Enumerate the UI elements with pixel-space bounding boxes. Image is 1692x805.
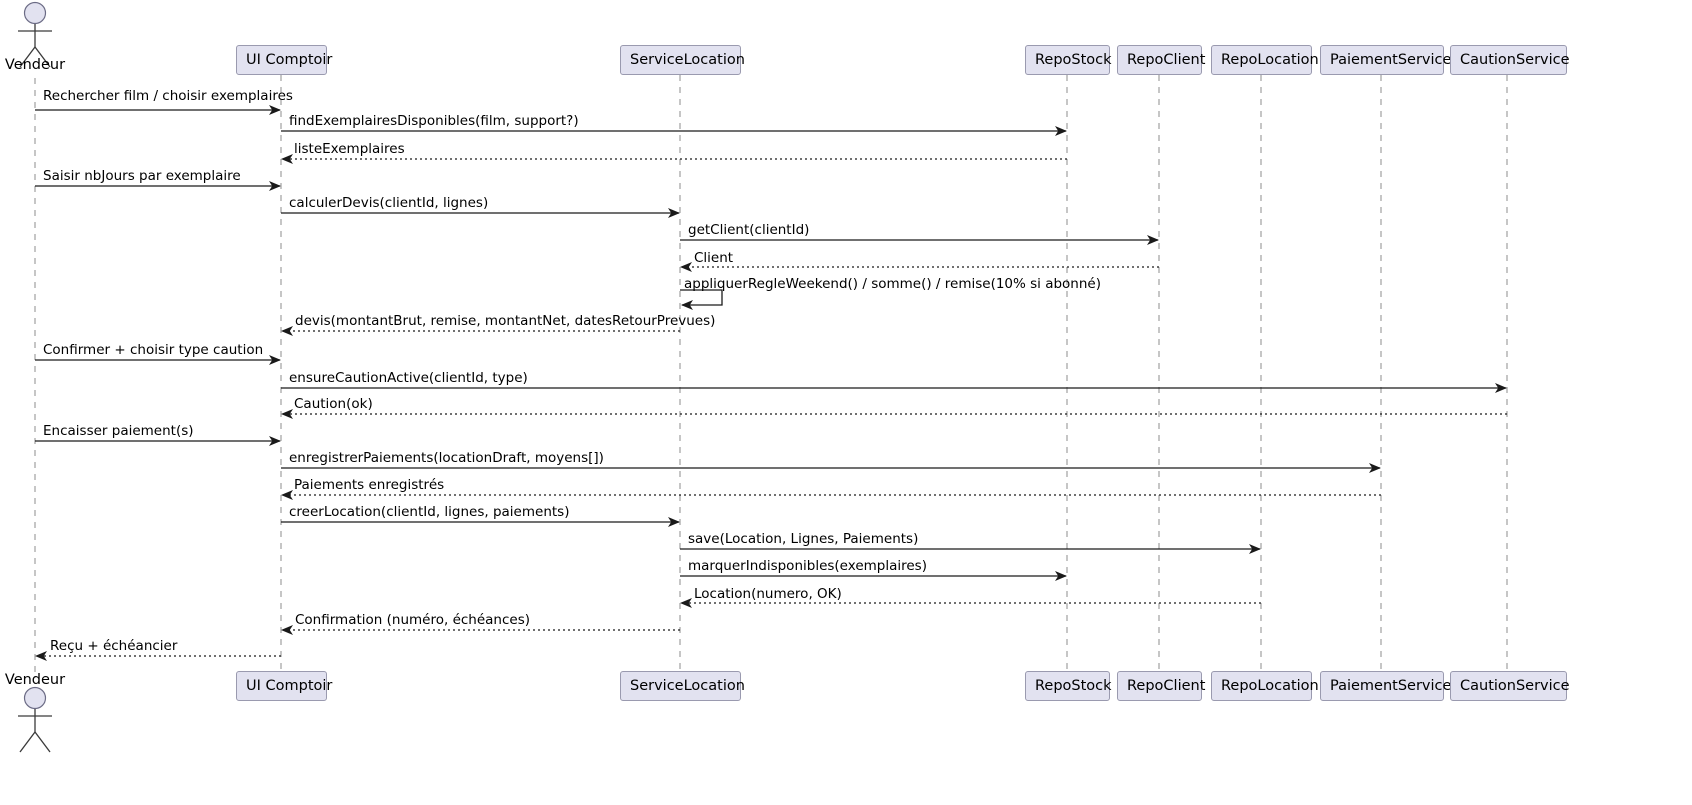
participant-repoClient-header[interactable]: RepoClient [1117,45,1205,75]
message-label-4: Saisir nbJours par exemplaire [43,168,241,184]
message-label-3: listeExemplaires [294,141,405,157]
message-label-19: Location(numero, OK) [694,586,842,602]
message-arrows-group [35,105,1507,661]
message-label-15: Paiements enregistrés [294,477,445,493]
participant-cautionService-footer[interactable]: CautionService [1450,671,1570,701]
actor-head-icon [23,686,47,710]
participant-repoLocation-footer[interactable]: RepoLocation [1211,671,1319,701]
message-label-18: marquerIndisponibles(exemplaires) [688,558,927,574]
actor-leg-left [19,46,36,68]
message-label-13: Encaisser paiement(s) [43,423,194,439]
participant-repoStock-footer[interactable]: RepoStock [1025,671,1112,701]
message-label-7: Client [694,250,734,266]
actor-leg-right [34,731,51,753]
actor-figure-bottom [18,686,52,753]
message-label-16: creerLocation(clientId, lignes, paiement… [289,504,570,520]
message-label-1: Rechercher film / choisir exemplaires [43,88,293,104]
message-label-8: appliquerRegleWeekend() / somme() / remi… [684,276,1101,292]
participant-repoClient-footer[interactable]: RepoClient [1117,671,1205,701]
participant-serviceLocation-footer[interactable]: ServiceLocation [620,671,745,701]
actor-label-bottom: Vendeur [4,672,66,688]
message-label-5: calculerDevis(clientId, lignes) [289,195,489,211]
message-label-12: Caution(ok) [294,396,373,412]
participant-repoLocation-header[interactable]: RepoLocation [1211,45,1319,75]
message-label-14: enregistrerPaiements(locationDraft, moye… [289,450,604,466]
message-label-21: Reçu + échéancier [50,638,178,654]
message-label-17: save(Location, Lignes, Paiements) [688,531,919,547]
self-message-8 [680,289,723,310]
actor-figures-group [18,1,52,753]
participant-cautionService-header[interactable]: CautionService [1450,45,1570,75]
message-label-6: getClient(clientId) [688,222,810,238]
participant-paiementService-header[interactable]: PaiementService [1320,45,1451,75]
participant-paiementService-footer[interactable]: PaiementService [1320,671,1451,701]
message-label-10: Confirmer + choisir type caution [43,342,264,358]
participant-ui-footer[interactable]: UI Comptoir [236,671,332,701]
message-label-9: devis(montantBrut, remise, montantNet, d… [295,313,716,329]
actor-leg-left [19,731,36,753]
actor-label-top: Vendeur [4,57,66,73]
message-label-2: findExemplairesDisponibles(film, support… [289,113,579,129]
actor-leg-right [34,46,51,68]
actor-head-icon [23,1,47,25]
participant-ui-header[interactable]: UI Comptoir [236,45,332,75]
self-message-path [680,289,723,310]
lifelines-group [34,75,1508,672]
message-label-11: ensureCautionActive(clientId, type) [289,370,528,386]
message-label-20: Confirmation (numéro, échéances) [295,612,531,628]
participant-serviceLocation-header[interactable]: ServiceLocation [620,45,745,75]
participant-repoStock-header[interactable]: RepoStock [1025,45,1112,75]
actor-figure-top [18,1,52,68]
